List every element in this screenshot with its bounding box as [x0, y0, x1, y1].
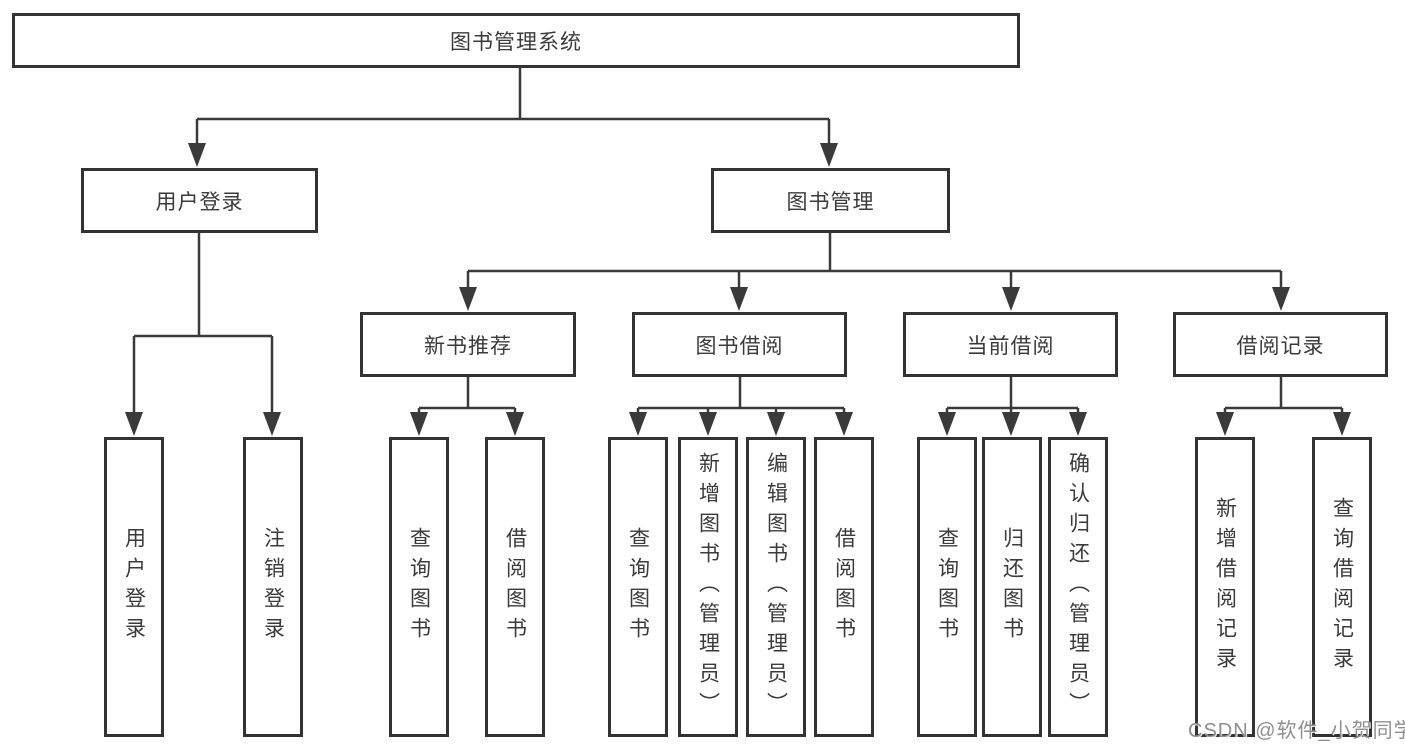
leaf-query-books-current-label: 查询图书: [935, 527, 959, 647]
node-user-login: 用户登录: [81, 168, 318, 233]
node-book-borrowing-label: 图书借阅: [695, 334, 784, 358]
leaf-borrow-books-recommend: 借阅图书: [485, 437, 545, 737]
leaf-user-login: 用户登录: [104, 437, 164, 737]
leaf-add-book-admin: 新增图书（管理员）: [678, 437, 738, 737]
leaf-add-book-admin-label: 新增图书（管理员）: [696, 452, 720, 722]
leaf-borrow-books-borrowing: 借阅图书: [814, 437, 874, 737]
leaf-return-books: 归还图书: [982, 437, 1042, 737]
node-book-management: 图书管理: [711, 168, 950, 233]
node-new-book-recommend: 新书推荐: [360, 312, 576, 377]
node-new-book-recommend-label: 新书推荐: [424, 334, 512, 358]
node-user-login-label: 用户登录: [155, 190, 244, 214]
leaf-query-borrow-record-label: 查询借阅记录: [1330, 497, 1354, 677]
leaf-confirm-return-admin-label: 确认归还（管理员）: [1066, 452, 1090, 722]
leaf-return-books-label: 归还图书: [1000, 527, 1024, 647]
node-book-management-label: 图书管理: [786, 190, 875, 214]
node-book-borrowing: 图书借阅: [632, 312, 847, 377]
leaf-query-books-borrowing: 查询图书: [608, 437, 668, 737]
leaf-add-borrow-record-label: 新增借阅记录: [1213, 497, 1237, 677]
leaf-logout: 注销登录: [243, 437, 303, 737]
node-current-borrowing-label: 当前借阅: [966, 334, 1055, 358]
leaf-query-books-recommend-label: 查询图书: [407, 527, 431, 647]
node-borrowing-records: 借阅记录: [1173, 312, 1388, 377]
leaf-confirm-return-admin: 确认归还（管理员）: [1048, 437, 1108, 737]
leaf-edit-book-admin-label: 编辑图书（管理员）: [764, 452, 788, 722]
leaf-query-books-current: 查询图书: [917, 437, 977, 737]
leaf-borrow-books-borrowing-label: 借阅图书: [832, 527, 856, 647]
leaf-add-borrow-record: 新增借阅记录: [1195, 437, 1255, 737]
leaf-borrow-books-recommend-label: 借阅图书: [503, 527, 527, 647]
leaf-query-books-borrowing-label: 查询图书: [626, 527, 650, 647]
node-current-borrowing: 当前借阅: [903, 312, 1118, 377]
leaf-query-books-recommend: 查询图书: [389, 437, 449, 737]
leaf-user-login-label: 用户登录: [122, 527, 146, 647]
node-borrowing-records-label: 借阅记录: [1236, 334, 1325, 358]
leaf-logout-label: 注销登录: [261, 527, 285, 647]
leaf-query-borrow-record: 查询借阅记录: [1312, 437, 1372, 737]
node-root-label: 图书管理系统: [450, 30, 582, 54]
csdn-watermark: CSDN @软件_小贺同学: [1188, 720, 1405, 742]
leaf-edit-book-admin: 编辑图书（管理员）: [746, 437, 806, 737]
node-root: 图书管理系统: [12, 13, 1020, 68]
